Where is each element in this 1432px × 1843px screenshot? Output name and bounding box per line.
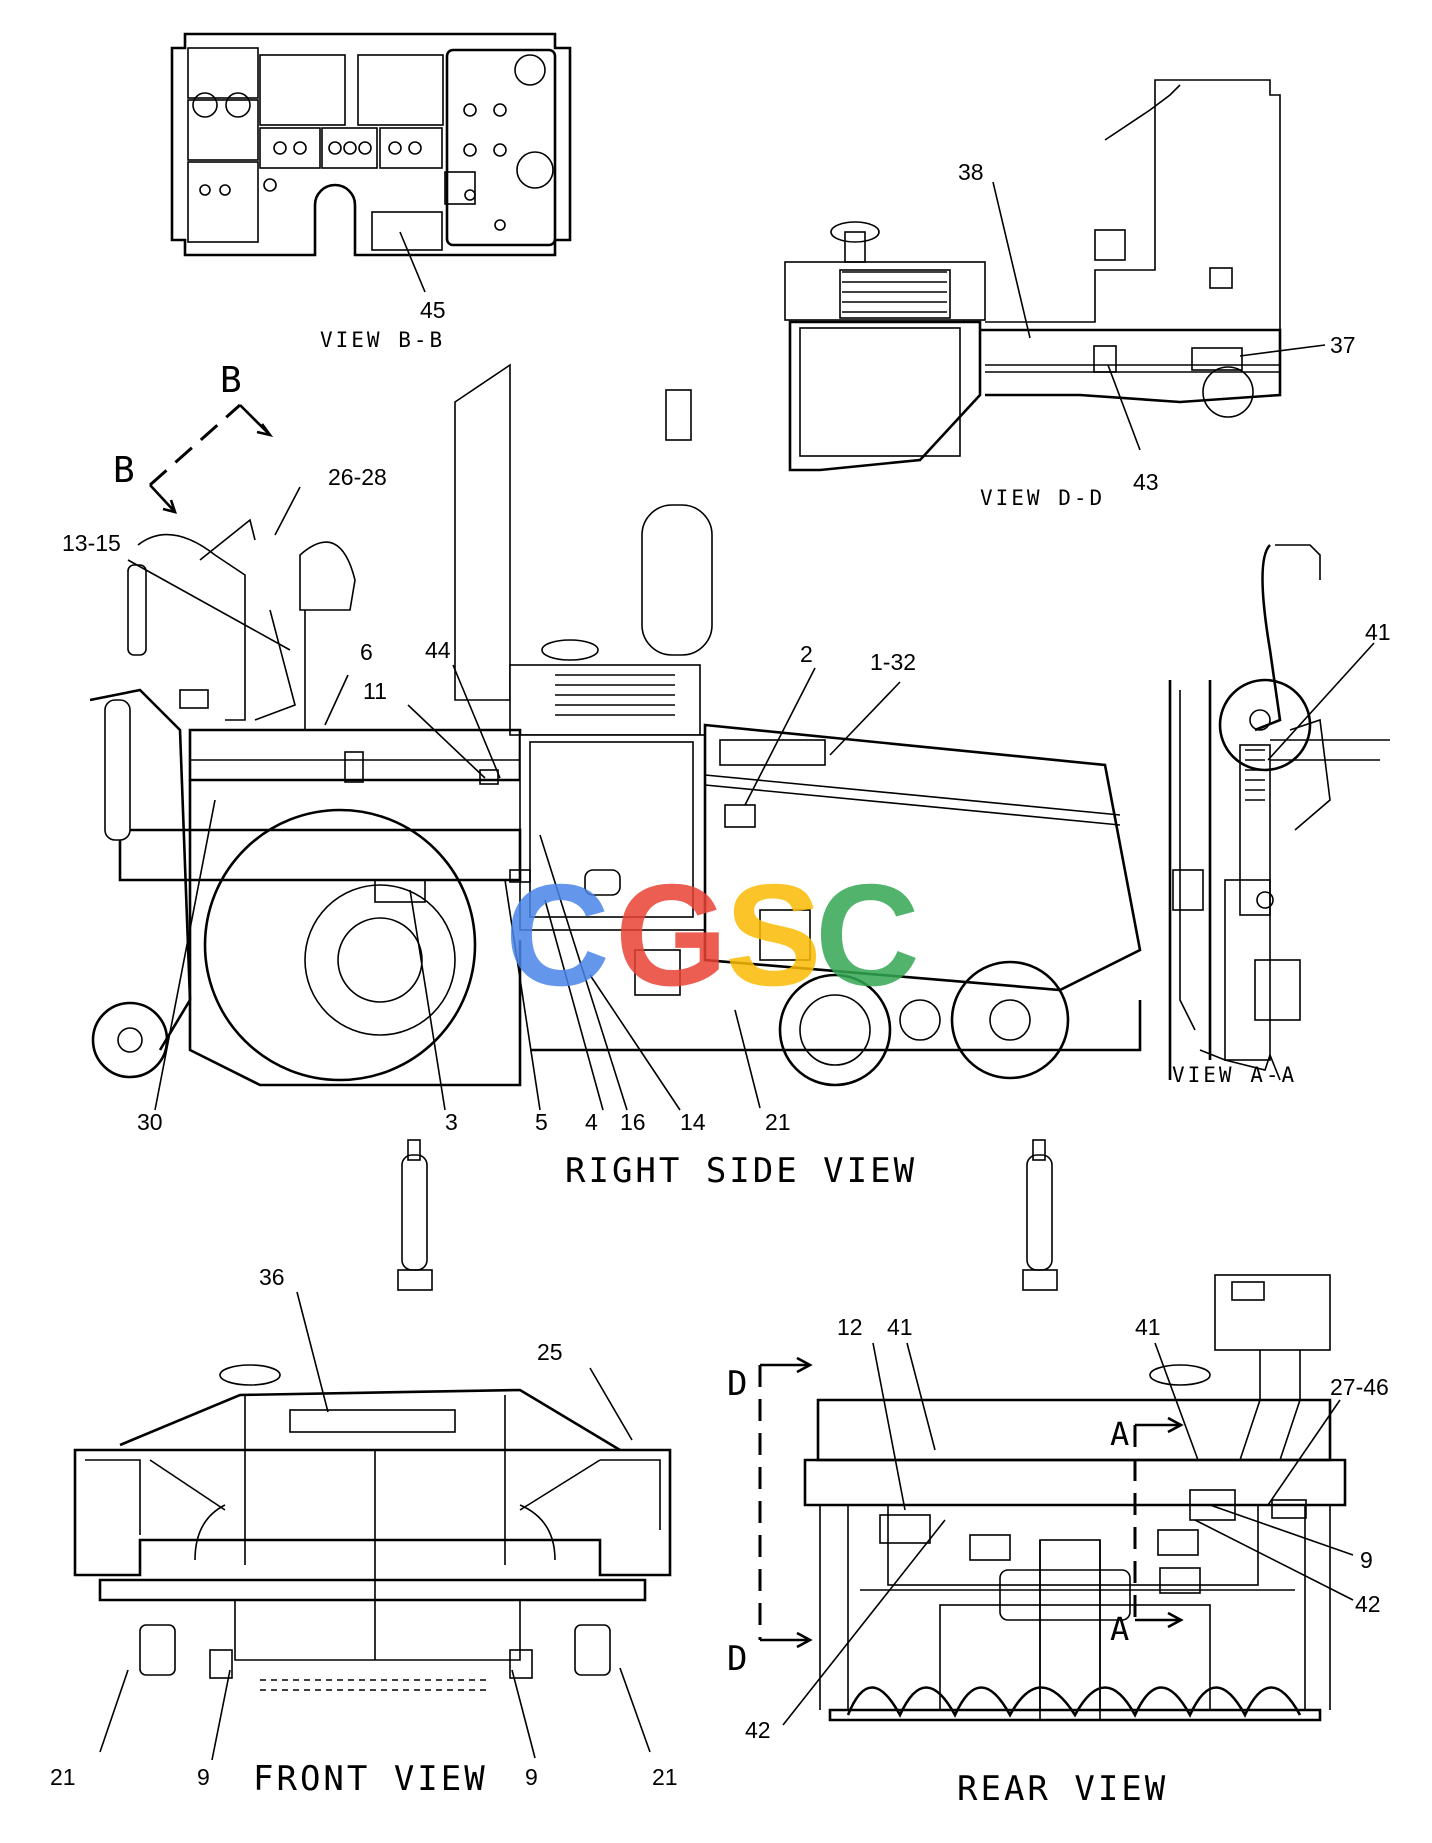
callout-21-side: 21	[765, 1109, 791, 1135]
watermark-letter: G	[615, 854, 728, 1016]
callout-42-rear-left: 42	[745, 1717, 771, 1743]
callout-30: 30	[137, 1109, 163, 1135]
section-mark-b-top: B	[220, 360, 245, 401]
section-mark-a-top: A	[1110, 1415, 1132, 1453]
callout-21-front-right: 21	[652, 1764, 678, 1790]
callout-27-46: 27-46	[1330, 1374, 1389, 1400]
right-side-view-drawing	[89, 363, 1142, 1087]
callout-9-front-left: 9	[197, 1764, 210, 1790]
cgsc-watermark: C G S C	[505, 854, 920, 1016]
front-view-drawing	[73, 1139, 672, 1691]
callout-44: 44	[425, 637, 451, 663]
rear-view-drawing	[803, 1139, 1347, 1722]
callout-25: 25	[537, 1339, 563, 1365]
watermark-letter: S	[725, 854, 822, 1016]
callout-2: 2	[800, 641, 813, 667]
right-side-view-title: RIGHT SIDE VIEW	[565, 1151, 917, 1191]
callout-41-rear-left: 41	[887, 1314, 913, 1340]
section-mark-a-bottom: A	[1110, 1610, 1132, 1648]
callout-41-rear-right: 41	[1135, 1314, 1161, 1340]
view-aa-drawing	[1168, 544, 1390, 1081]
callout-41-view-aa: 41	[1365, 619, 1391, 645]
callout-42-rear-right: 42	[1355, 1591, 1381, 1617]
callout-36: 36	[259, 1264, 285, 1290]
callout-12: 12	[837, 1314, 863, 1340]
callout-4: 4	[585, 1109, 598, 1135]
callout-26-28: 26-28	[328, 464, 387, 490]
section-mark-d-top: D	[727, 1364, 750, 1404]
section-mark-d-bottom: D	[727, 1639, 750, 1679]
callout-45: 45	[420, 297, 446, 323]
view-dd-title: VIEW D-D	[980, 486, 1105, 510]
callout-16: 16	[620, 1109, 646, 1135]
watermark-letter: C	[505, 854, 610, 1016]
callout-9-rear: 9	[1360, 1547, 1373, 1573]
callout-11: 11	[363, 678, 387, 704]
view-dd-drawing	[784, 79, 1282, 472]
rear-view-title: REAR VIEW	[957, 1769, 1168, 1809]
callout-5: 5	[535, 1109, 548, 1135]
front-view-title: FRONT VIEW	[253, 1759, 488, 1799]
control-panel-drawing	[170, 32, 572, 257]
callout-6: 6	[360, 639, 373, 665]
callout-3: 3	[445, 1109, 458, 1135]
view-aa-title: VIEW A-A	[1172, 1063, 1297, 1087]
callout-38: 38	[958, 159, 984, 185]
callout-43: 43	[1133, 469, 1159, 495]
section-mark-b-left: B	[113, 450, 138, 491]
callout-1-32: 1-32	[870, 649, 916, 675]
callout-37: 37	[1330, 332, 1356, 358]
callout-21-front-left: 21	[50, 1764, 76, 1790]
callout-9-front-right: 9	[525, 1764, 538, 1790]
view-bb-title: VIEW B-B	[320, 328, 445, 352]
watermark-letter: C	[815, 854, 920, 1016]
callout-13-15: 13-15	[62, 530, 121, 556]
callout-14: 14	[680, 1109, 706, 1135]
